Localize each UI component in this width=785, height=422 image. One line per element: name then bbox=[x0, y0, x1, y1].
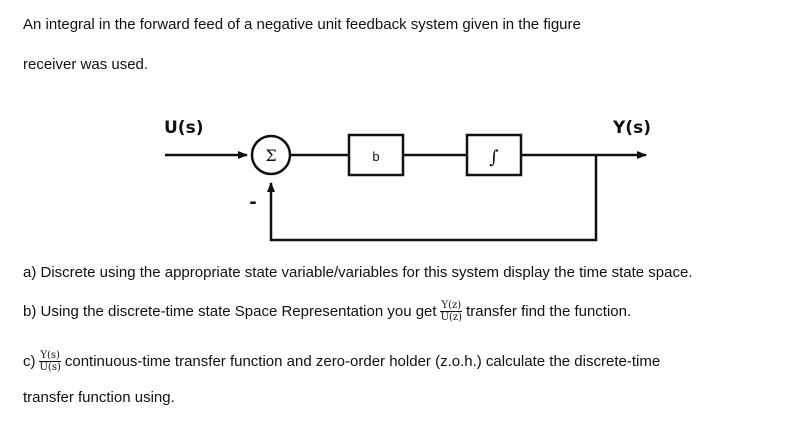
gain-label: b bbox=[372, 149, 379, 164]
question-b-prefix: b) Using the discrete-time state Space R… bbox=[23, 303, 437, 320]
sigma-symbol: Σ bbox=[265, 146, 276, 165]
question-c-line-2: transfer function using. bbox=[23, 389, 175, 406]
block-diagram: U(s) Y(s) Σ - b ∫ bbox=[164, 118, 651, 242]
question-c-prefix: c) bbox=[23, 353, 36, 370]
question-c: c) Y(s) U(s) continuous-time transfer fu… bbox=[23, 350, 660, 373]
fraction-denominator: U(z) bbox=[440, 312, 463, 323]
question-c-suffix: continuous-time transfer function and ze… bbox=[64, 353, 661, 370]
feedback-sign: - bbox=[249, 192, 256, 213]
problem-statement-line-2: receiver was used. bbox=[23, 56, 149, 73]
fraction-numerator: Y(z) bbox=[440, 300, 463, 312]
output-label: Y(s) bbox=[612, 118, 651, 138]
fraction-denominator: U(s) bbox=[39, 362, 61, 373]
feedback-path bbox=[267, 155, 598, 242]
question-b: b) Using the discrete-time state Space R… bbox=[23, 300, 631, 323]
question-b-suffix: transfer find the function. bbox=[466, 303, 632, 320]
integral-icon: ∫ bbox=[489, 147, 499, 168]
problem-statement-line-1: An integral in the forward feed of a neg… bbox=[23, 16, 581, 33]
integrator-block bbox=[465, 133, 523, 177]
fraction-numerator: Y(s) bbox=[39, 350, 61, 362]
question-a: a) Discrete using the appropriate state … bbox=[23, 264, 693, 281]
yz-over-uz-fraction: Y(z) U(z) bbox=[440, 300, 464, 323]
ys-over-us-fraction: Y(s) U(s) bbox=[39, 350, 62, 373]
gain-block bbox=[347, 133, 405, 177]
input-label: U(s) bbox=[164, 118, 203, 138]
